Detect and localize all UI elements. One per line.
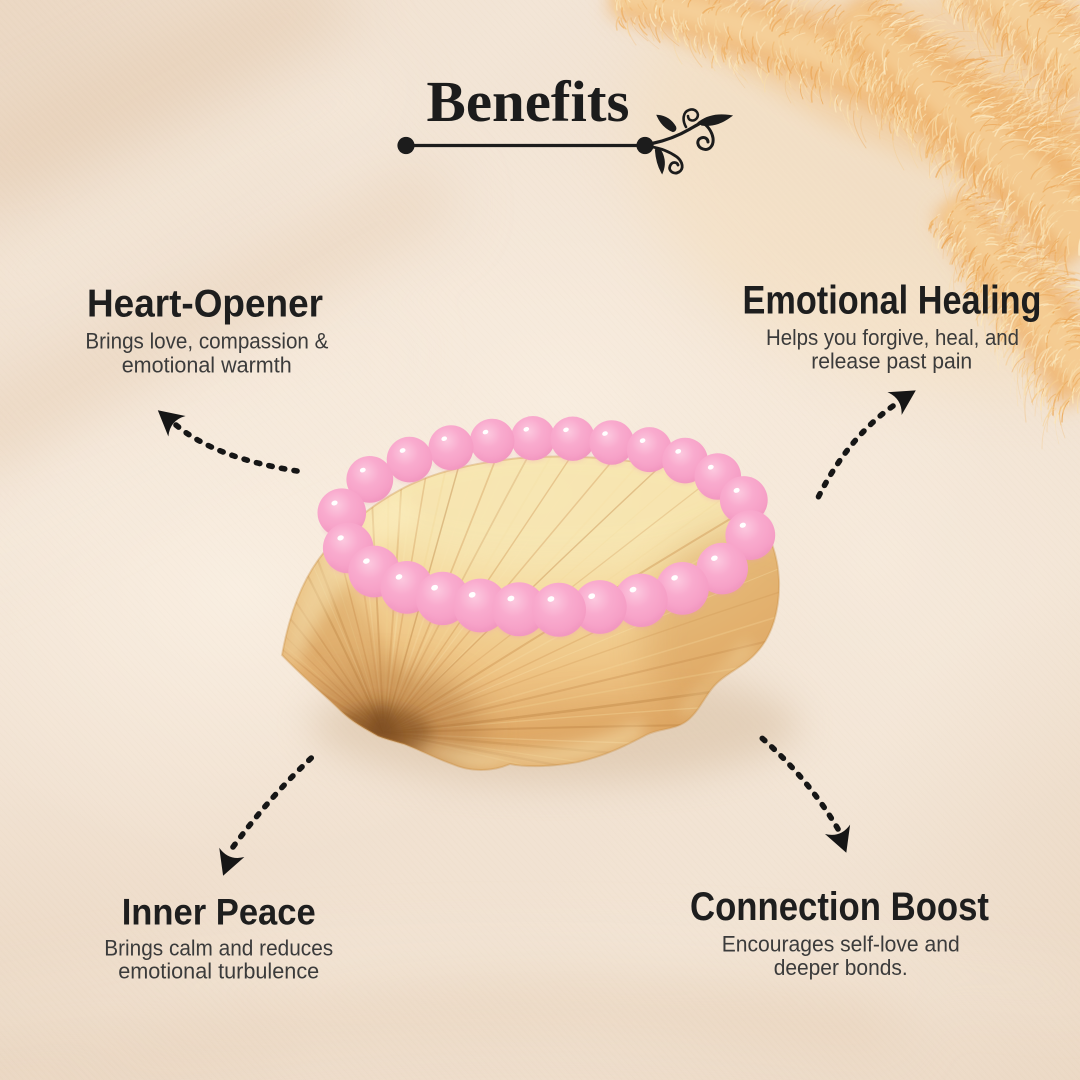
svg-text:Brings calm and reduces: Brings calm and reduces — [104, 935, 333, 960]
svg-text:deeper bonds.: deeper bonds. — [774, 955, 908, 980]
svg-text:Inner Peace: Inner Peace — [122, 892, 316, 933]
svg-text:Encourages self-love and: Encourages self-love and — [722, 932, 960, 957]
svg-text:Benefits: Benefits — [427, 69, 630, 134]
svg-text:Connection Boost: Connection Boost — [690, 885, 989, 929]
svg-text:Heart-Opener: Heart-Opener — [87, 283, 323, 326]
svg-text:emotional warmth: emotional warmth — [122, 353, 292, 378]
svg-text:Helps you forgive, heal, and: Helps you forgive, heal, and — [766, 325, 1019, 350]
svg-text:emotional turbulence: emotional turbulence — [118, 959, 319, 984]
svg-text:Emotional Healing: Emotional Healing — [743, 279, 1042, 323]
svg-text:release past pain: release past pain — [811, 348, 972, 373]
svg-text:Brings love, compassion &: Brings love, compassion & — [85, 329, 328, 354]
